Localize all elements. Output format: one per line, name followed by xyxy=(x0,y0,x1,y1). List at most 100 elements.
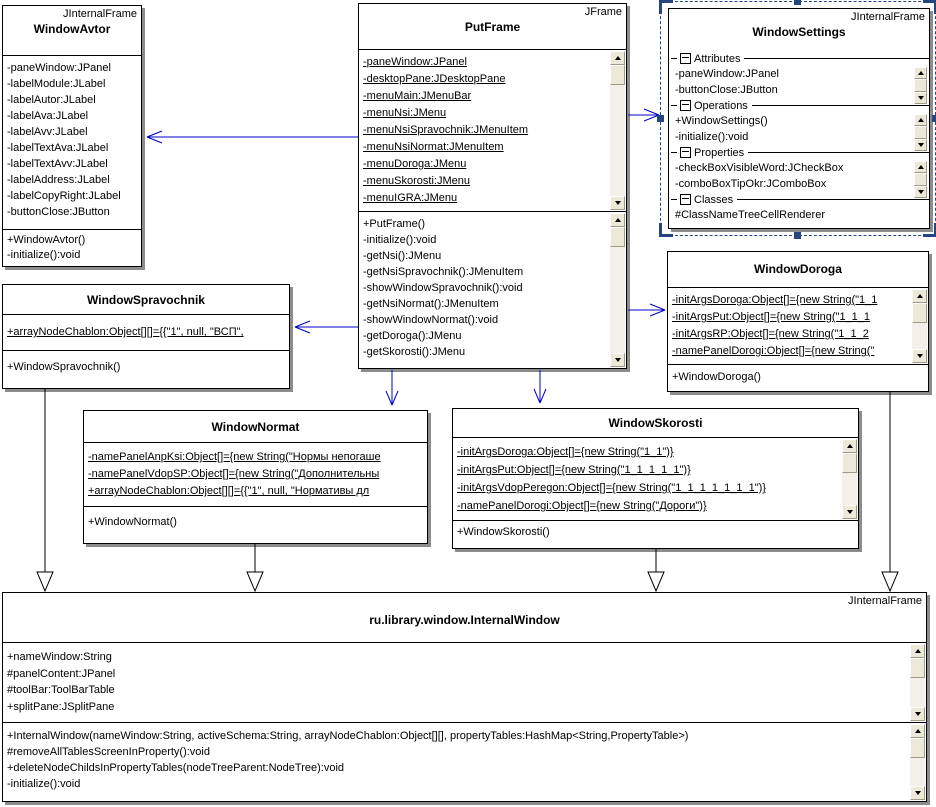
operation-row: -initialize():void xyxy=(363,234,437,246)
scroll-thumb[interactable] xyxy=(842,453,857,473)
class-title: JInternalFrame ru.library.window.Interna… xyxy=(3,593,926,643)
scroll-up-button[interactable] xyxy=(610,213,625,227)
class-box-internalwindow[interactable]: JInternalFrame ru.library.window.Interna… xyxy=(2,592,927,802)
attributes-compartment: +nameWindow:String #panelContent:JPanel … xyxy=(3,643,926,723)
attribute-row: +nameWindow:String xyxy=(7,651,112,663)
class-box-windowdoroga[interactable]: WindowDoroga -initArgsDoroga:Object[]={n… xyxy=(667,251,929,392)
class-box-windowspravochnik[interactable]: WindowSpravochnik +arrayNodeChablon:Obje… xyxy=(2,284,290,389)
class-name: WindowNormat xyxy=(211,420,300,434)
selection-mid-handle[interactable] xyxy=(932,114,936,122)
scroll-down-icon xyxy=(917,96,924,100)
scroll-thumb[interactable] xyxy=(910,738,925,758)
arrow-putframe-to-windowskorosti xyxy=(533,370,547,404)
scroll-up-button[interactable] xyxy=(842,439,857,453)
scroll-thumb[interactable] xyxy=(610,65,625,85)
vertical-scrollbar[interactable] xyxy=(842,439,857,519)
vertical-scrollbar[interactable] xyxy=(610,51,625,210)
vertical-scrollbar[interactable] xyxy=(912,289,927,363)
vertical-scrollbar[interactable] xyxy=(910,724,925,800)
scroll-up-button[interactable] xyxy=(910,724,925,738)
group-label: Operations xyxy=(694,99,748,112)
class-box-windowavtor[interactable]: JInternalFrame WindowAvtor -paneWindow:J… xyxy=(2,5,142,267)
arrow-putframe-to-windowdoroga xyxy=(628,303,666,317)
class-title: JInternalFrame WindowAvtor xyxy=(3,6,141,56)
attributes-compartment: -initArgsDoroga:Object[]={new String("1_… xyxy=(668,288,928,365)
arrow-putframe-to-windowspravochnik xyxy=(294,320,358,334)
collapse-minus-icon[interactable] xyxy=(680,53,691,64)
group-label: Attributes xyxy=(694,52,741,65)
generalization-windowdoroga-internalwindow xyxy=(881,392,899,593)
scroll-down-button[interactable] xyxy=(914,186,927,198)
generalization-windownormat-internalwindow xyxy=(246,544,264,593)
scroll-down-button[interactable] xyxy=(912,349,927,363)
operation-row: +InternalWindow(nameWindow:String, activ… xyxy=(7,730,689,742)
vertical-scrollbar[interactable] xyxy=(610,213,625,367)
attribute-row: -paneWindow:JPanel xyxy=(7,62,111,74)
vertical-scrollbar[interactable] xyxy=(910,644,925,721)
scroll-thumb[interactable] xyxy=(910,658,925,678)
class-box-windowsettings[interactable]: JInternalFrame WindowSettings Attributes… xyxy=(668,8,930,229)
class-box-windownormat[interactable]: WindowNormat -namePanelAnpKsi:Object[]={… xyxy=(83,410,428,544)
scroll-thumb[interactable] xyxy=(912,303,927,323)
mini-scrollbar[interactable] xyxy=(914,161,927,198)
operations-compartment: +WindowSkorosti() xyxy=(453,521,858,548)
stereotype-label: JFrame xyxy=(584,6,622,18)
operation-row: -getNsiSpravochnik():JMenuItem xyxy=(363,266,524,278)
scroll-up-icon xyxy=(916,294,923,298)
class-name: WindowSettings xyxy=(752,25,846,39)
attribute-row: -namePanelDorogi:Object[]={new String(" xyxy=(672,345,875,357)
attributes-compartment: -initArgsDoroga:Object[]={new String("1_… xyxy=(453,438,858,521)
class-box-putframe[interactable]: JFrame PutFrame -paneWindow:JPanel -desk… xyxy=(358,3,627,369)
group-header-operations: Operations xyxy=(669,98,929,113)
scroll-up-button[interactable] xyxy=(912,289,927,303)
class-box-windowskorosti[interactable]: WindowSkorosti -initArgsDoroga:Object[]=… xyxy=(452,408,859,549)
attribute-row: +arrayNodeChablon:Object[][]={{"1", null… xyxy=(7,326,244,338)
scroll-up-button[interactable] xyxy=(914,67,927,79)
attribute-row: -initArgsVdopPeregon:Object[]={new Strin… xyxy=(457,482,766,494)
operation-row: -getDoroga():JMenu xyxy=(363,330,462,342)
scroll-thumb[interactable] xyxy=(914,126,927,139)
attribute-row: #panelContent:JPanel xyxy=(7,667,116,680)
scroll-down-button[interactable] xyxy=(914,139,927,151)
collapse-minus-icon[interactable] xyxy=(680,100,691,111)
operation-row: -showWindowSpravochnik():void xyxy=(363,282,523,294)
selection-mid-handle[interactable] xyxy=(794,0,801,5)
scroll-down-button[interactable] xyxy=(914,92,927,104)
scroll-down-button[interactable] xyxy=(842,505,857,519)
class-title: WindowSpravochnik xyxy=(3,285,289,315)
scroll-up-button[interactable] xyxy=(914,161,927,173)
attribute-row: +arrayNodeChablon:Object[][]={{"1", null… xyxy=(88,485,370,497)
attribute-row: -labelAvv:JLabel xyxy=(7,126,88,138)
collapse-minus-icon[interactable] xyxy=(680,147,691,158)
class-name: PutFrame xyxy=(464,20,521,34)
attributes-compartment: +arrayNodeChablon:Object[][]={{"1", null… xyxy=(3,315,289,351)
scroll-down-icon xyxy=(614,201,621,205)
attribute-row: -initArgsDoroga:Object[]={new String("1_… xyxy=(457,446,674,458)
mini-scrollbar[interactable] xyxy=(914,67,927,104)
scroll-thumb[interactable] xyxy=(610,227,625,247)
selection-mid-handle[interactable] xyxy=(657,114,664,122)
collapse-minus-icon[interactable] xyxy=(680,194,691,205)
class-title: WindowSkorosti xyxy=(453,409,858,438)
operations-compartment: +WindowNormat() xyxy=(84,507,427,543)
mini-scrollbar[interactable] xyxy=(914,114,927,151)
operation-row: +WindowSpravochnik() xyxy=(7,361,121,373)
scroll-up-button[interactable] xyxy=(610,51,625,65)
scroll-up-button[interactable] xyxy=(910,644,925,658)
scroll-down-button[interactable] xyxy=(610,353,625,367)
scroll-down-button[interactable] xyxy=(610,196,625,210)
scroll-thumb[interactable] xyxy=(914,173,927,186)
scroll-down-button[interactable] xyxy=(910,786,925,800)
attribute-row: -namePanelAnpKsi:Object[]={new String("Н… xyxy=(88,451,381,463)
group-items: -paneWindow:JPanel -buttonClose:JButton xyxy=(669,66,929,104)
scroll-down-button[interactable] xyxy=(910,707,925,721)
selection-mid-handle[interactable] xyxy=(794,232,801,239)
group-items: #ClassNameTreeCellRenderer xyxy=(669,207,929,223)
operation-row: -showWindowNormat():void xyxy=(363,314,499,326)
scroll-up-button[interactable] xyxy=(914,114,927,126)
scroll-down-icon xyxy=(846,510,853,514)
class-title: WindowNormat xyxy=(84,411,427,443)
operation-row: +WindowDoroga() xyxy=(672,371,761,383)
scroll-thumb[interactable] xyxy=(914,79,927,92)
